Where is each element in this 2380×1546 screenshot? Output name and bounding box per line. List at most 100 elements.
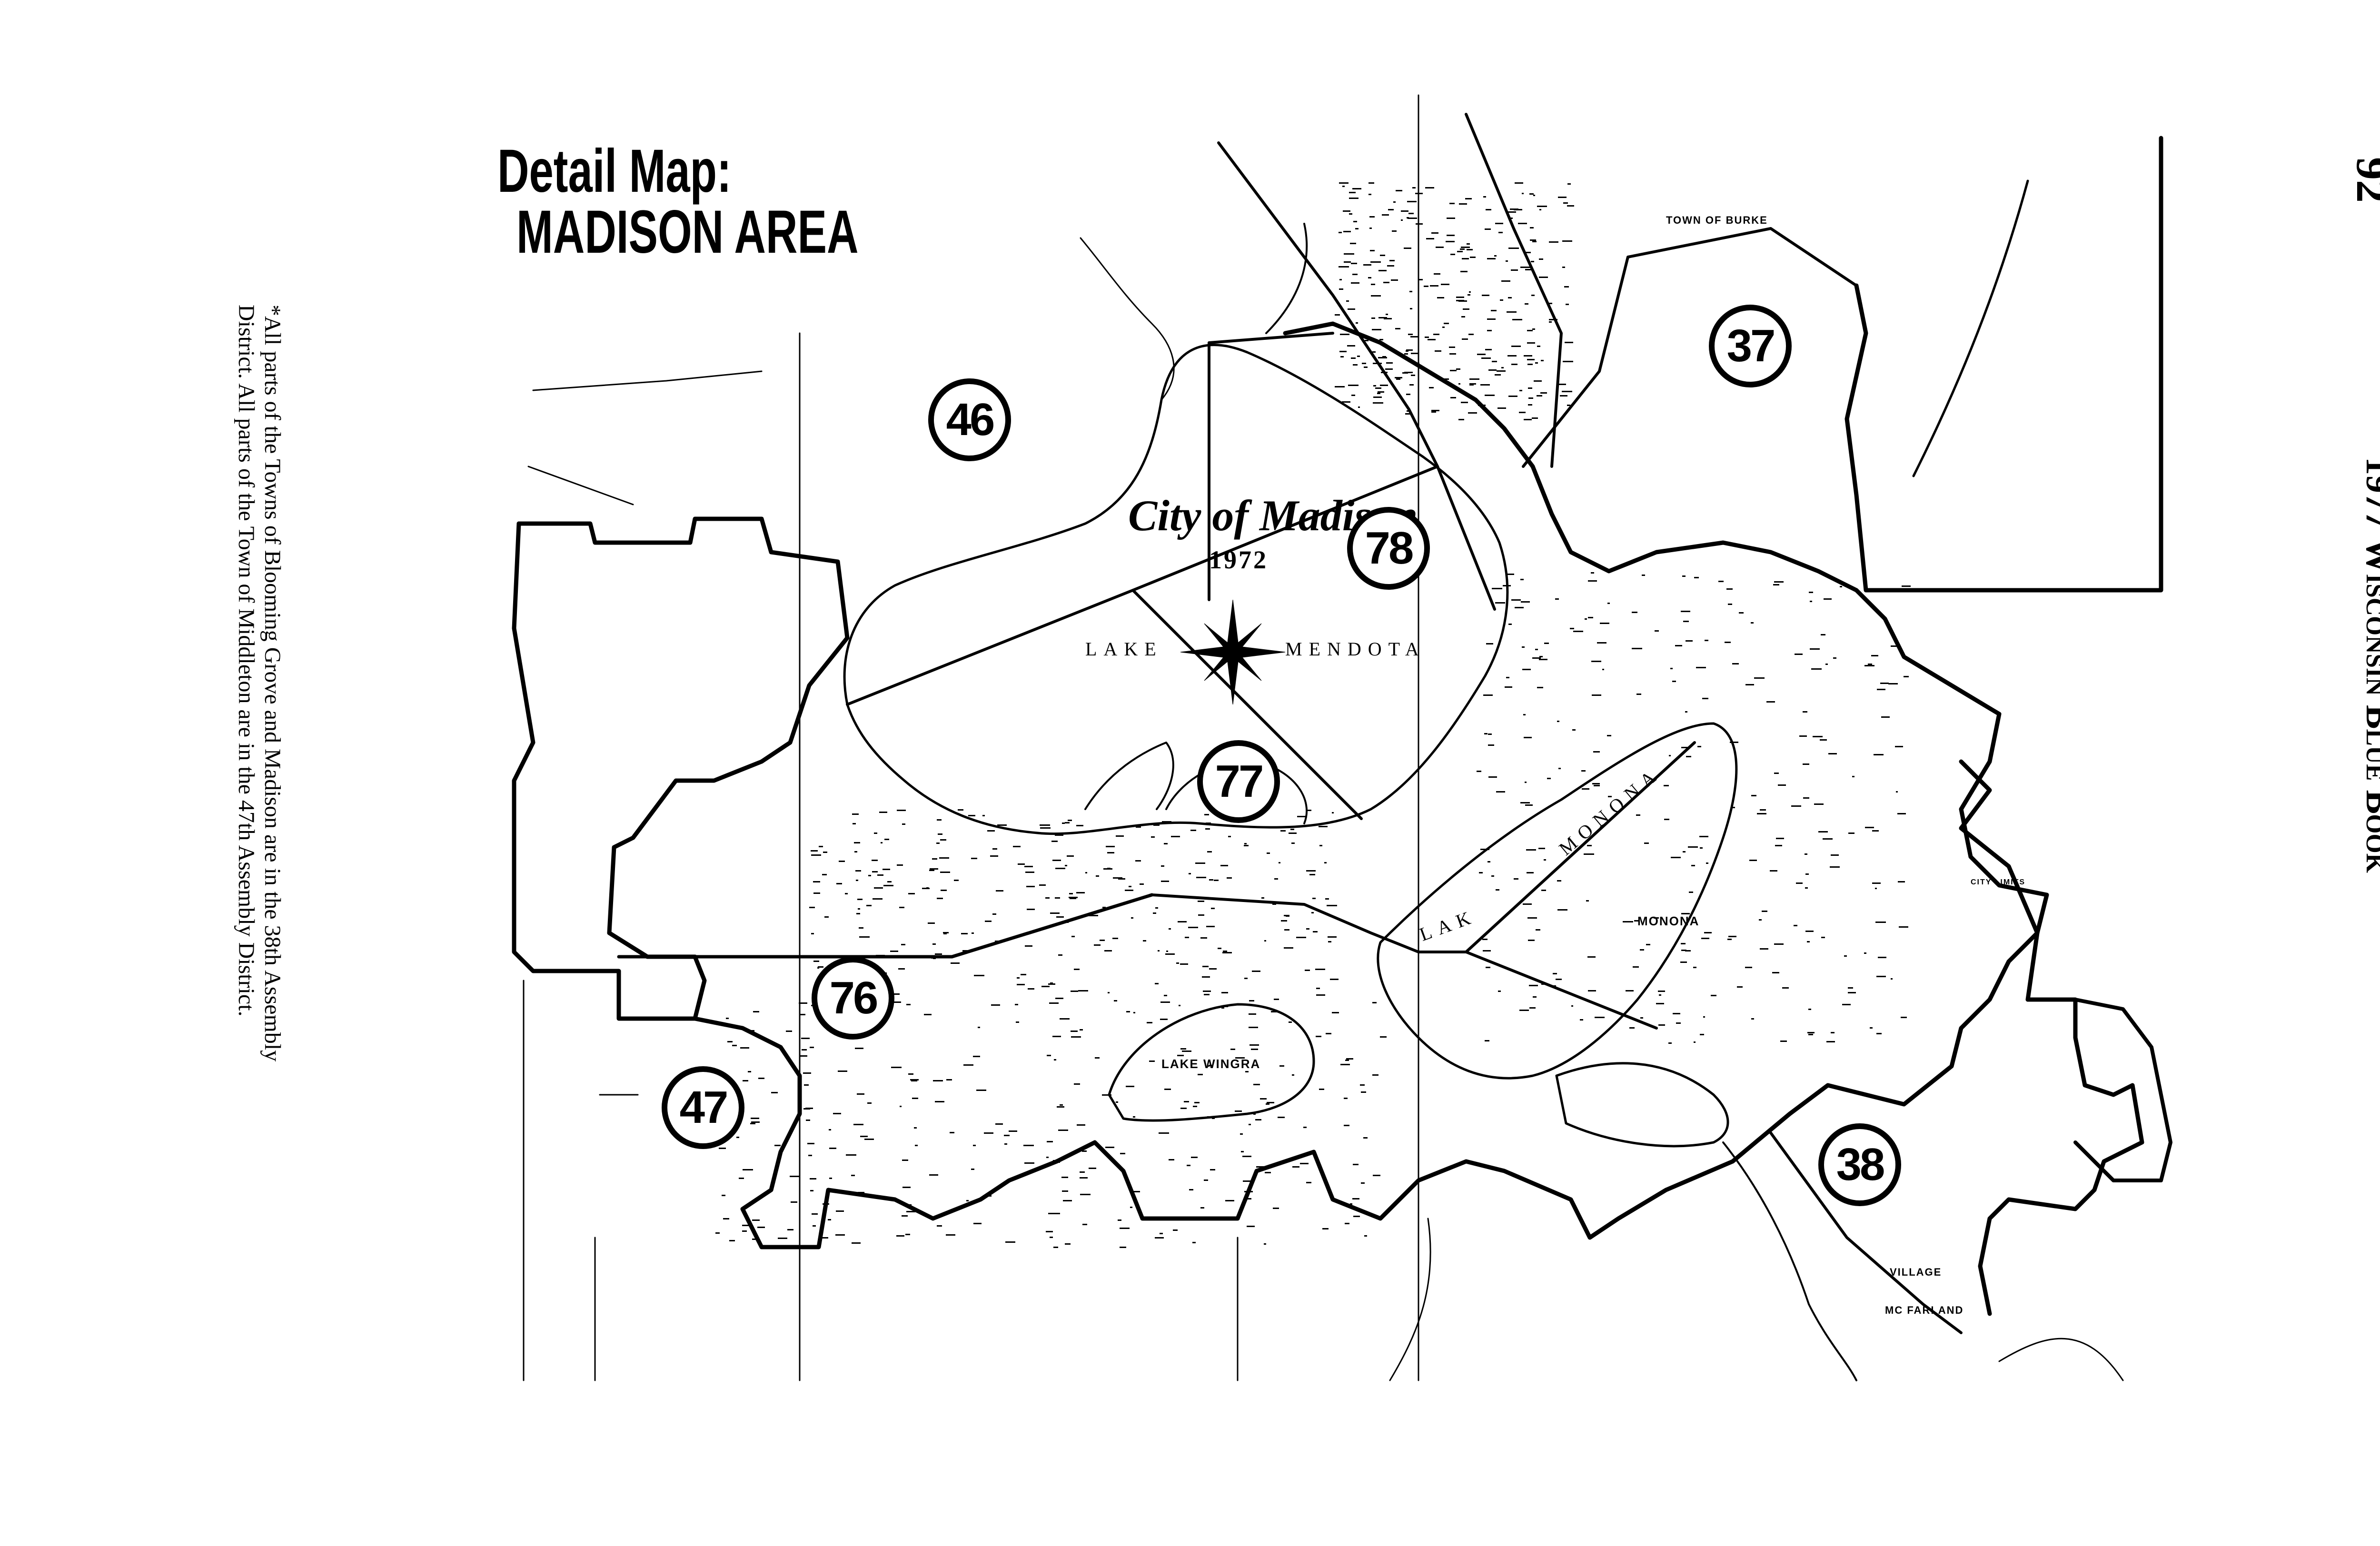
street-speck [1160, 1019, 1168, 1020]
street-speck [1339, 288, 1343, 290]
street-speck [1328, 941, 1331, 942]
street-speck [1155, 1237, 1164, 1239]
street-speck [1544, 643, 1549, 644]
street-speck [1529, 1007, 1536, 1009]
street-speck [1021, 974, 1026, 975]
lake-wingra-shoreline [1108, 1003, 1315, 1122]
street-speck [1373, 385, 1376, 386]
street-speck [1901, 1017, 1907, 1018]
street-speck [911, 1080, 917, 1081]
street-speck [1876, 1033, 1882, 1034]
street-speck [1681, 913, 1690, 914]
street-speck [1821, 937, 1825, 938]
street-speck [1255, 1119, 1261, 1120]
street-speck [1013, 846, 1021, 847]
street-speck [1265, 1172, 1271, 1173]
street-speck [1088, 915, 1098, 916]
street-speck [1023, 1145, 1034, 1146]
street-speck [1048, 983, 1055, 985]
street-speck [790, 1176, 800, 1177]
street-speck [1658, 1024, 1665, 1026]
street-speck [1636, 694, 1641, 695]
street-speck [1536, 929, 1540, 931]
street-speck [902, 1187, 911, 1188]
street-speck [1165, 953, 1175, 955]
street-speck [1192, 1242, 1196, 1243]
street-speck [1766, 701, 1775, 703]
street-speck [740, 1047, 749, 1049]
street-speck [1316, 994, 1325, 996]
street-speck [1395, 328, 1400, 329]
street-speck [1242, 1156, 1251, 1157]
street-speck [1511, 599, 1521, 601]
street-speck [1588, 617, 1593, 618]
street-speck [1511, 269, 1518, 271]
street-speck [1131, 917, 1133, 919]
street-speck [1567, 405, 1570, 406]
street-speck [1251, 1049, 1258, 1050]
street-speck [786, 1031, 792, 1032]
street-speck [1725, 642, 1731, 643]
street-speck [1495, 223, 1503, 224]
street-speck [1351, 263, 1357, 264]
street-speck [1052, 1036, 1061, 1037]
street-speck [1508, 396, 1517, 397]
street-speck [1585, 618, 1587, 620]
street-speck [1070, 898, 1076, 899]
street-speck [1477, 354, 1486, 355]
street-speck [912, 1098, 918, 1099]
street-speck [1588, 580, 1597, 582]
street-speck [1361, 1091, 1366, 1093]
street-speck [974, 975, 984, 976]
street-speck [1810, 601, 1812, 602]
street-speck [1533, 195, 1535, 196]
street-speck [1324, 862, 1327, 863]
street-speck [1071, 991, 1078, 992]
street-speck [1830, 866, 1840, 868]
west-boundary [512, 521, 697, 1021]
street-speck [1055, 998, 1063, 999]
street-speck [1096, 875, 1099, 877]
street-speck [973, 1223, 982, 1224]
street-speck [1591, 572, 1594, 574]
street-speck [1164, 1089, 1171, 1090]
street-speck [1330, 979, 1339, 980]
street-speck [1195, 862, 1205, 864]
street-speck [1527, 872, 1534, 873]
street-speck [1700, 1034, 1704, 1035]
street-speck [1373, 402, 1383, 404]
district-line-1 [846, 465, 1496, 706]
street-speck [1373, 1175, 1380, 1176]
street-speck [1566, 304, 1569, 305]
street-speck [1332, 1012, 1339, 1013]
street-speck [1286, 915, 1289, 917]
street-speck [1313, 931, 1318, 932]
street-speck [1465, 198, 1472, 199]
street-speck [1523, 714, 1526, 715]
street-speck [757, 1227, 765, 1228]
street-speck [1256, 1166, 1267, 1168]
street-speck [852, 1242, 861, 1244]
street-speck [1450, 254, 1455, 255]
street-speck [1727, 939, 1732, 940]
street-speck [1791, 805, 1801, 807]
street-speck [1891, 645, 1897, 647]
street-speck [1191, 1157, 1198, 1158]
street-speck [1347, 345, 1355, 347]
street-speck [838, 1070, 847, 1072]
street-speck [787, 1229, 793, 1230]
street-speck [1325, 898, 1329, 900]
street-speck [1495, 602, 1505, 604]
street-speck [1188, 1015, 1190, 1017]
street-speck [892, 993, 900, 995]
street-speck [1515, 182, 1523, 184]
street-speck [1794, 925, 1797, 926]
street-speck [1005, 1241, 1015, 1243]
street-speck [1026, 886, 1035, 887]
street-speck [1370, 261, 1381, 263]
street-speck [805, 1108, 813, 1109]
street-speck [829, 1129, 831, 1130]
street-speck [1306, 870, 1316, 872]
street-speck [1190, 830, 1196, 831]
street-speck [990, 855, 998, 857]
